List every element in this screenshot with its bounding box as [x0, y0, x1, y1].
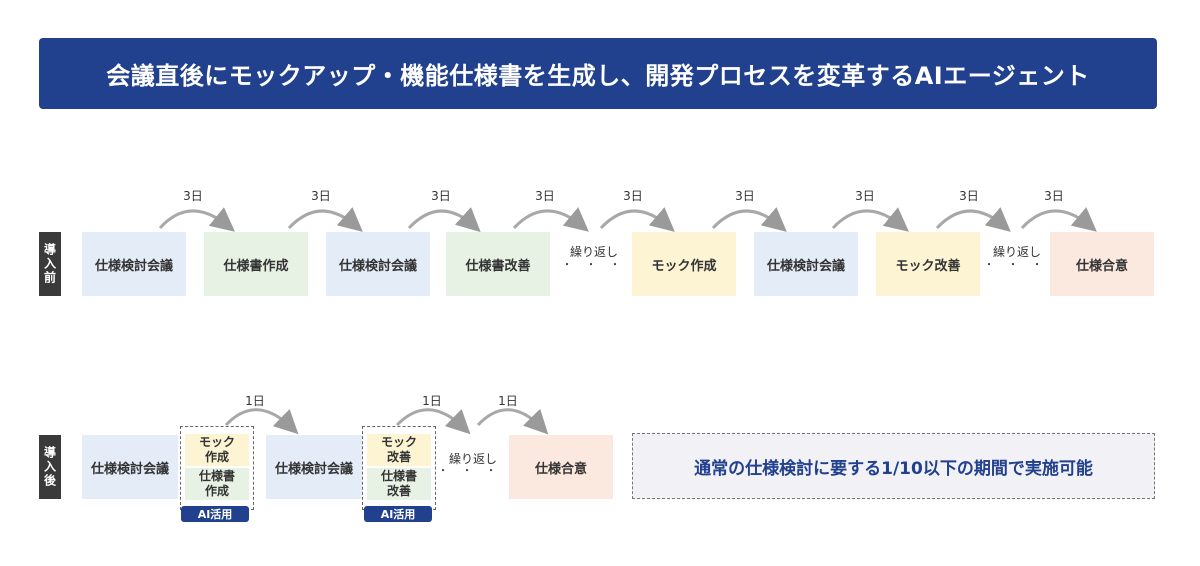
before-dots-2: ・・・ [984, 260, 1056, 271]
before-step-5: モック作成 [632, 232, 736, 296]
ai-badge-1: AI活用 [181, 506, 249, 522]
arrow-b5 [599, 207, 675, 232]
arrow-b4 [512, 207, 589, 232]
before-label: 導入前 [39, 232, 61, 296]
ai-group-2-mock: モック 改善 [367, 434, 431, 466]
arrow-b3 [407, 207, 481, 233]
before-days-6: 3日 [735, 189, 755, 203]
arrow-b6 [711, 207, 787, 232]
before-step-7: モック改善 [876, 232, 980, 296]
after-days-2: 1日 [422, 394, 442, 408]
arrow-a2 [395, 408, 471, 435]
before-days-8: 3日 [959, 189, 979, 203]
ai-group-1-mock: モック 作成 [185, 434, 249, 466]
before-repeat-1: 繰り返し [569, 245, 618, 259]
before-days-2: 3日 [311, 189, 331, 203]
after-label: 導入後 [39, 435, 61, 499]
arrow-b9 [1020, 207, 1097, 232]
before-days-4: 3日 [535, 189, 555, 203]
summary-note: 通常の仕様検討に要する1/10以下の期間で実施可能 [632, 433, 1155, 499]
before-dots-1: ・・・ [562, 260, 634, 271]
before-days-7: 3日 [855, 189, 875, 203]
before-step-1: 仕様検討会議 [82, 232, 186, 296]
before-repeat-2: 繰り返し [992, 245, 1041, 259]
before-step-4: 仕様書改善 [446, 232, 550, 296]
ai-badge-2: AI活用 [364, 506, 432, 522]
before-step-8: 仕様合意 [1050, 232, 1154, 296]
arrow-a1 [224, 408, 299, 435]
before-step-6: 仕様検討会議 [754, 232, 858, 296]
before-step-2: 仕様書作成 [204, 232, 308, 296]
before-days-1: 3日 [183, 189, 203, 203]
after-repeat: 繰り返し [448, 452, 497, 466]
arrow-b8 [935, 207, 1011, 232]
before-days-9: 3日 [1044, 189, 1064, 203]
after-days-1: 1日 [245, 394, 265, 408]
arrow-b1 [158, 207, 235, 232]
after-step-2: 仕様検討会議 [266, 435, 362, 499]
after-dots: ・・・ [438, 466, 510, 477]
after-step-3: 仕様合意 [509, 435, 613, 499]
ai-group-1-spec: 仕様書 作成 [185, 468, 249, 500]
after-days-3: 1日 [498, 394, 518, 408]
ai-group-2-spec: 仕様書 改善 [367, 468, 431, 500]
after-step-1: 仕様検討会議 [82, 435, 178, 499]
arrow-b2 [287, 207, 363, 232]
before-step-3: 仕様検討会議 [326, 232, 430, 296]
arrow-b7 [831, 207, 909, 232]
before-days-5: 3日 [623, 189, 643, 203]
arrow-a3 [476, 408, 549, 435]
page-title: 会議直後にモックアップ・機能仕様書を生成し、開発プロセスを変革するAIエージェン… [39, 38, 1157, 109]
before-days-3: 3日 [431, 189, 451, 203]
